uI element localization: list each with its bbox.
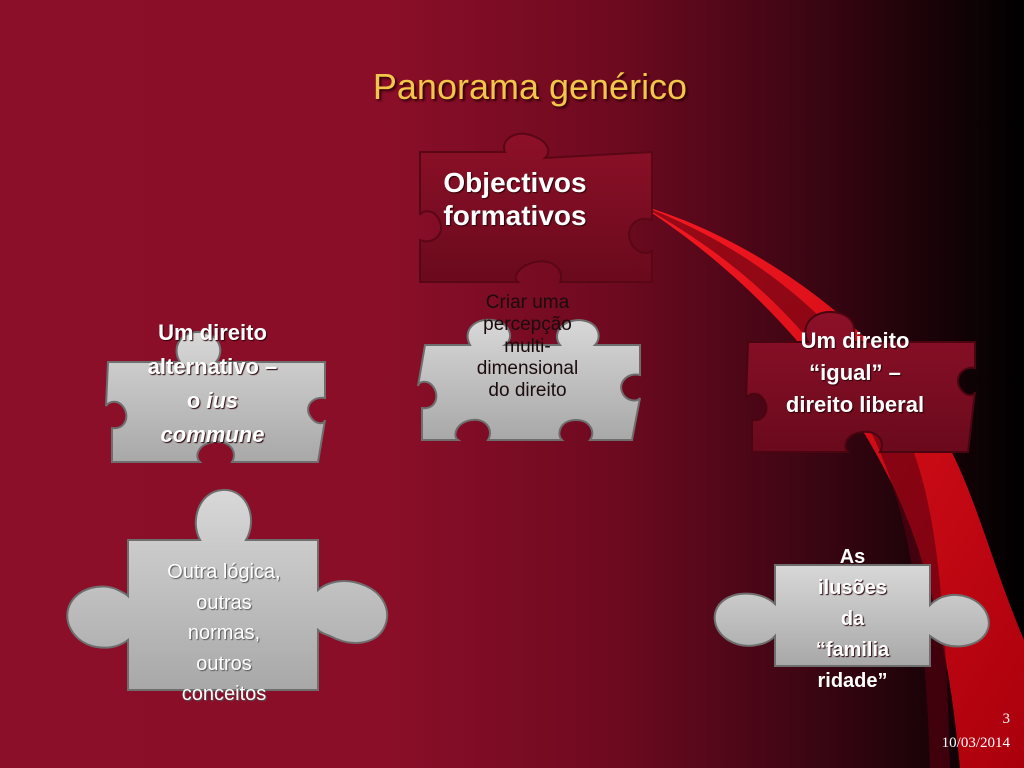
puzzle-piece-bottom-left (66, 488, 389, 691)
piece-bottom-right-line-1: As (839, 546, 866, 568)
piece-left-line-4: commune (115, 418, 310, 452)
piece-center-line-1: Criar uma (485, 292, 570, 313)
puzzle-piece-left (105, 330, 326, 463)
piece-bottom-left-line-3: normas, (187, 622, 261, 644)
piece-center-line-2: percepção (483, 314, 572, 335)
piece-left-label: Um direito alternativo – o ius commune (115, 316, 310, 452)
piece-center-line-4: dimensional (476, 358, 579, 379)
piece-left-line-3: o ius (115, 384, 310, 418)
piece-right-line-2: “igual” – (809, 360, 901, 385)
puzzle-piece-bottom-right (713, 564, 990, 667)
piece-bottom-left-line-5: conceitos (181, 683, 267, 705)
piece-top-line-2: formativos (443, 200, 587, 231)
piece-center-label: Criar uma percepção multi- dimensional d… (440, 292, 615, 402)
piece-left-line-4-italic: commune (160, 422, 265, 447)
piece-bottom-right-line-3: da (840, 608, 865, 630)
piece-left-line-2: alternativo – (147, 354, 278, 379)
piece-bottom-left-label: Outra lógica, outras normas, outros conc… (130, 557, 318, 710)
piece-left-line-3-prefix: o (186, 388, 207, 413)
piece-center-line-5: do direito (488, 380, 567, 401)
slide-title: Panorama genérico (372, 66, 688, 107)
piece-left-line-3-italic: ius (206, 388, 239, 413)
piece-bottom-left-line-1: Outra lógica, (167, 561, 281, 583)
piece-right-line-1: Um direito (800, 328, 910, 353)
piece-right-label: Um direito “igual” – direito liberal (755, 325, 955, 421)
piece-center-line-3: multi- (504, 336, 551, 357)
piece-bottom-left-line-2: outras (196, 591, 252, 614)
slide-date: 10/03/2014 (941, 735, 1010, 751)
puzzle-piece-top (419, 132, 653, 283)
red-ribbon-shadow (640, 205, 950, 768)
piece-right-line-3: direito liberal (785, 392, 925, 417)
piece-bottom-right-line-4: “familia (815, 639, 890, 661)
piece-left-line-1: Um direito (158, 320, 267, 345)
piece-bottom-right-line-5: ridade” (817, 670, 888, 692)
piece-top-label: Objectivos formativos (420, 166, 610, 232)
piece-top-line-1: Objectivos (443, 167, 587, 198)
page-number: 3 (1002, 711, 1011, 727)
puzzle-piece-right (745, 310, 976, 453)
piece-bottom-right-label: As ilusões da “familia ridade” (790, 542, 915, 697)
puzzle-piece-center (417, 318, 641, 441)
piece-bottom-right-line-2: ilusões (818, 577, 887, 599)
piece-bottom-left-line-4: outros (196, 652, 252, 675)
